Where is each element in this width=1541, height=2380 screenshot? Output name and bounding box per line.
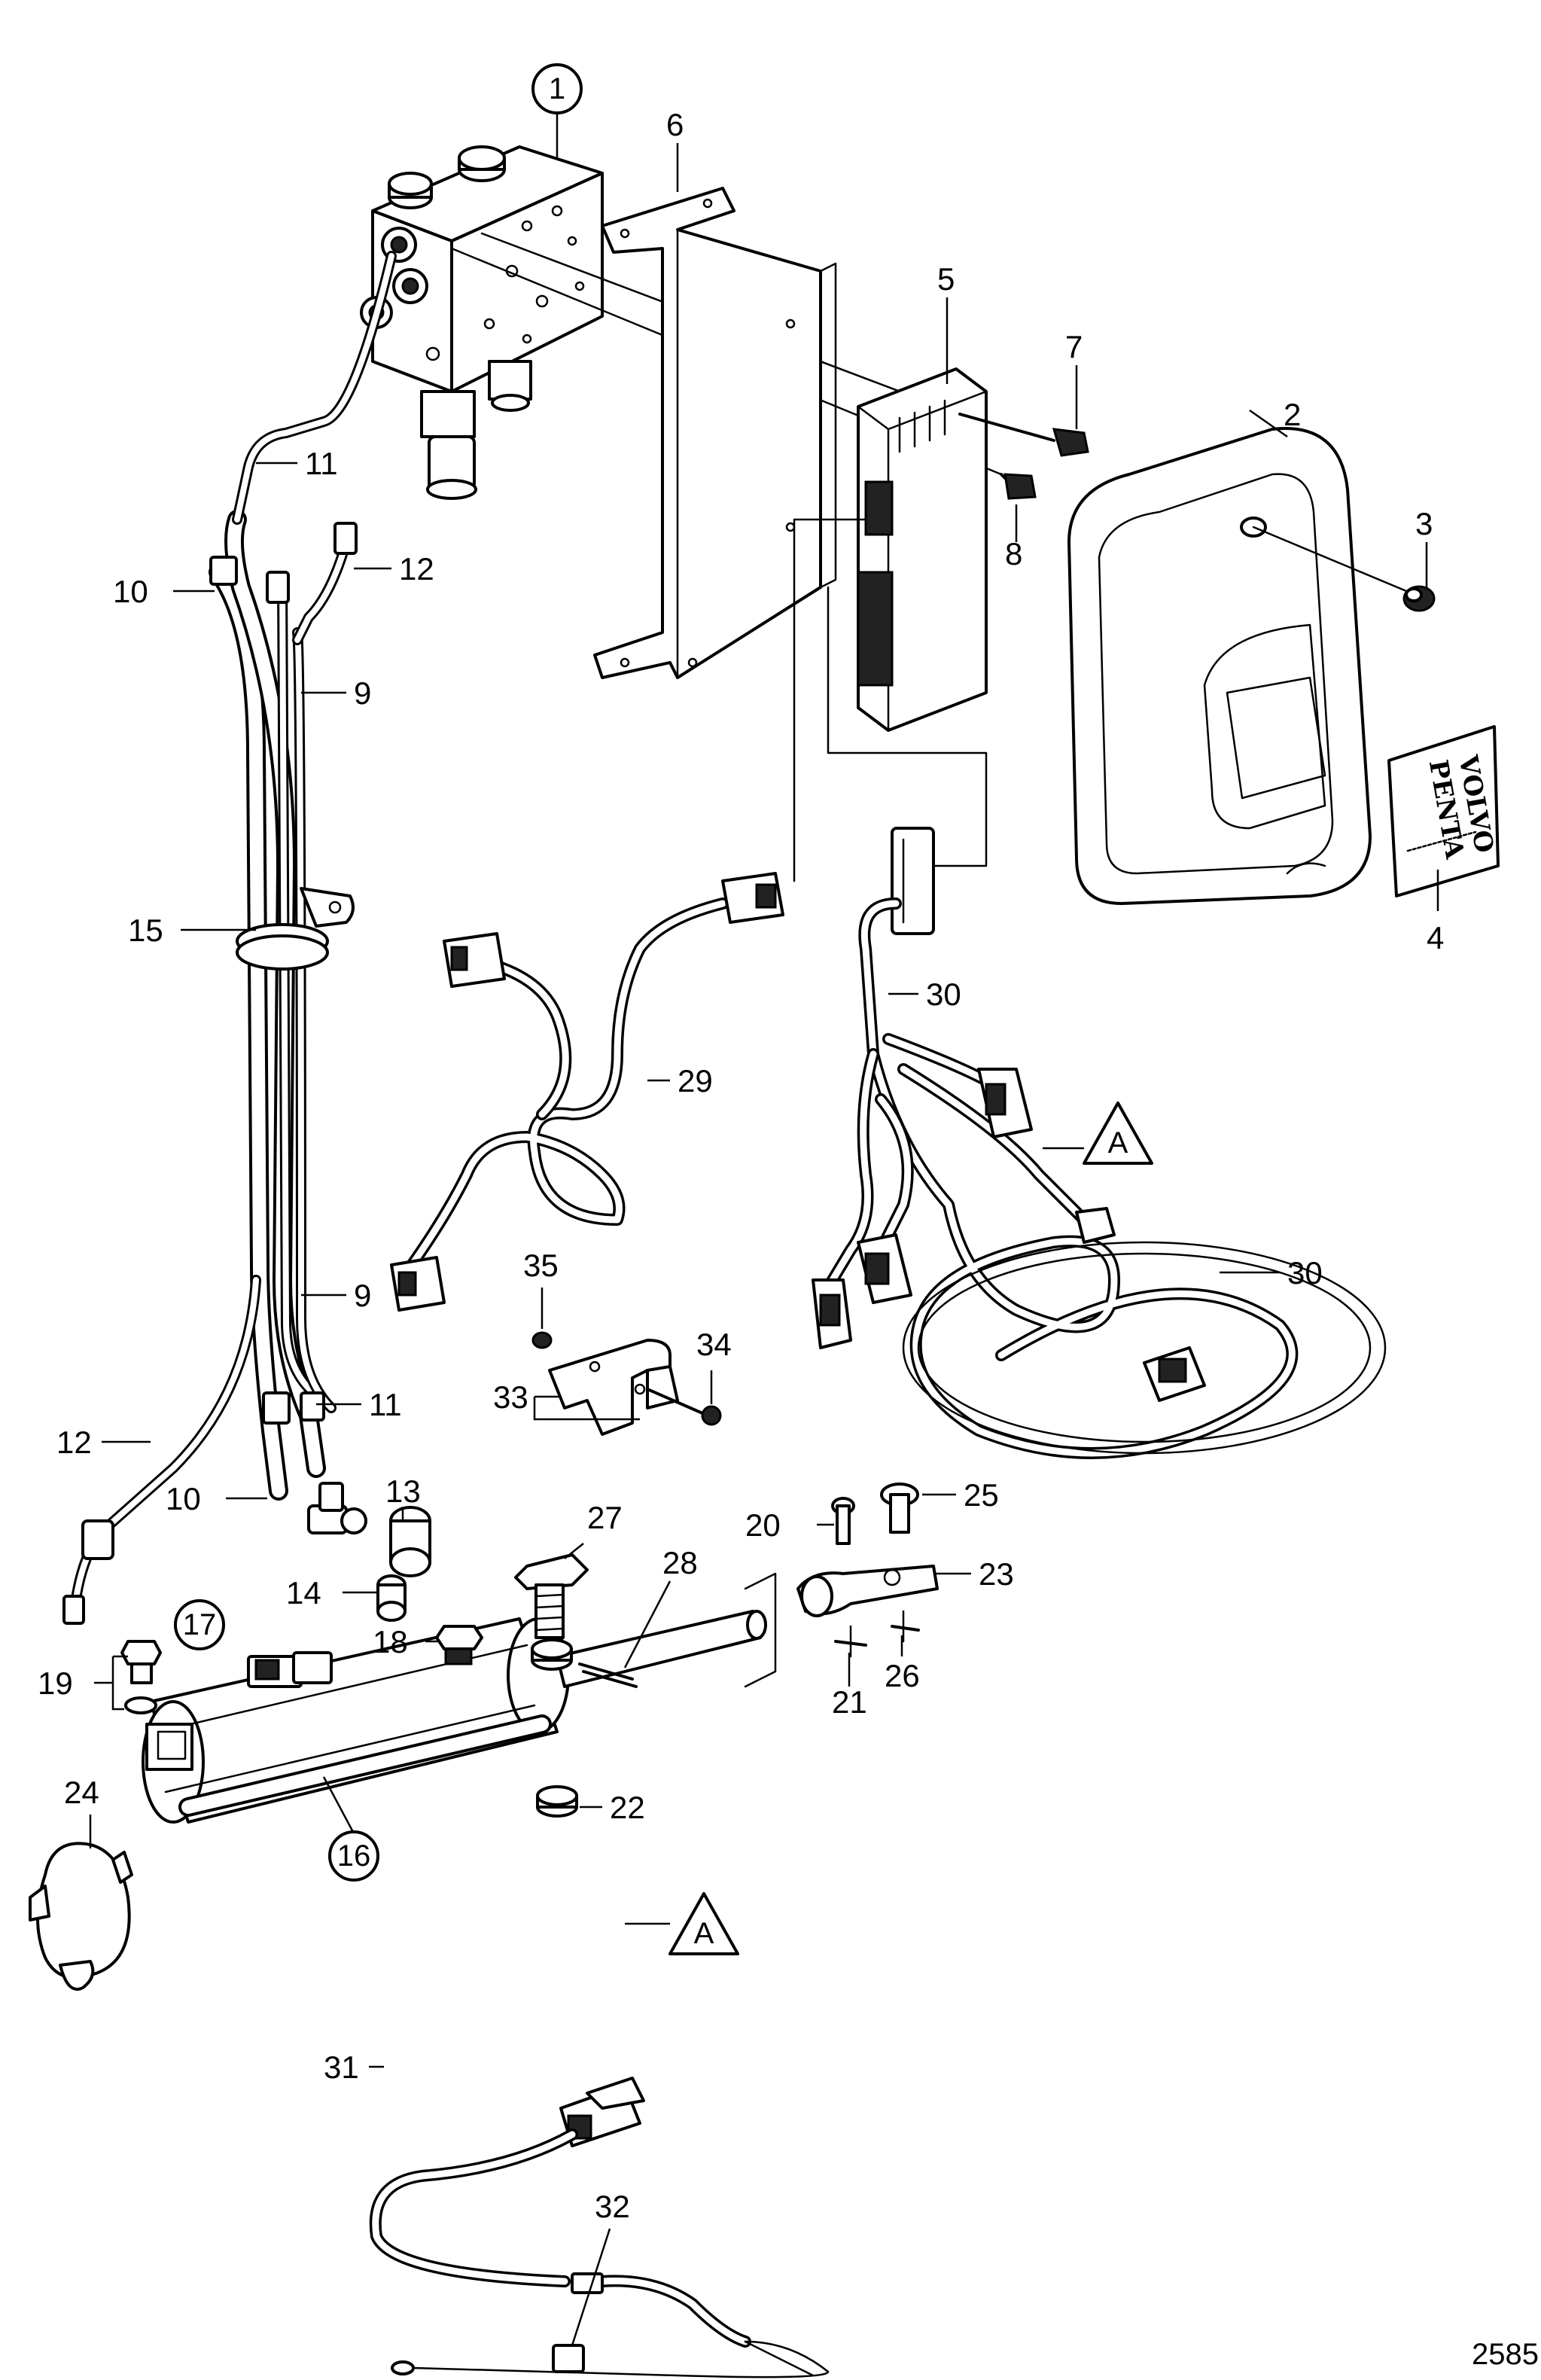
callout-8: 8 bbox=[1005, 536, 1022, 571]
callout-30-lower: 30 bbox=[1287, 1255, 1323, 1291]
callout-10-lower: 10 bbox=[166, 1481, 201, 1516]
cover bbox=[1067, 427, 1372, 905]
callout-17: 17 bbox=[183, 1608, 217, 1641]
callout-30-upper: 30 bbox=[926, 977, 961, 1012]
callout-25: 25 bbox=[964, 1477, 999, 1513]
bushing-upper bbox=[531, 1638, 573, 1671]
split-pin-26 bbox=[891, 1610, 920, 1643]
callout-33: 33 bbox=[493, 1379, 528, 1415]
sensor-cable bbox=[369, 2077, 830, 2378]
callout-12-upper: 12 bbox=[399, 551, 434, 587]
callout-24: 24 bbox=[64, 1775, 99, 1810]
union-13 bbox=[389, 1506, 431, 1577]
warning-letter-lower: A bbox=[694, 1917, 714, 1950]
callout-31: 31 bbox=[324, 2049, 359, 2085]
cable-harness-29 bbox=[390, 872, 784, 1312]
split-pin-21 bbox=[834, 1625, 867, 1658]
callout-13: 13 bbox=[385, 1473, 421, 1509]
callout-21: 21 bbox=[832, 1684, 867, 1720]
mounting-bracket bbox=[593, 187, 837, 679]
callout-16: 16 bbox=[337, 1839, 371, 1873]
callout-18: 18 bbox=[373, 1624, 408, 1659]
callout-9-upper: 9 bbox=[354, 675, 371, 711]
callout-11-upper: 11 bbox=[305, 446, 338, 481]
callout-3: 3 bbox=[1415, 506, 1433, 541]
fitting-27 bbox=[514, 1553, 589, 1639]
callout-14: 14 bbox=[286, 1575, 321, 1611]
leader-lines bbox=[89, 109, 1439, 2346]
callout-11-lower: 11 bbox=[369, 1387, 402, 1422]
callout-19: 19 bbox=[38, 1665, 73, 1701]
cable-clip bbox=[531, 1331, 722, 1436]
control-unit bbox=[857, 367, 988, 732]
pin-25 bbox=[880, 1483, 919, 1534]
callout-2: 2 bbox=[1284, 397, 1301, 432]
callout-29: 29 bbox=[678, 1063, 713, 1099]
bolt-8 bbox=[1000, 473, 1037, 500]
union-14 bbox=[376, 1574, 407, 1622]
warning-letter-upper: A bbox=[1108, 1126, 1128, 1160]
pin-20 bbox=[831, 1497, 855, 1545]
callout-10-upper: 10 bbox=[113, 574, 148, 609]
warning-triangle-lower: A bbox=[625, 1892, 739, 1955]
callout-15: 15 bbox=[128, 913, 163, 948]
callout-23: 23 bbox=[979, 1556, 1014, 1592]
cotter-pin-28 bbox=[578, 1662, 638, 1688]
cylinder-end-cap bbox=[29, 1842, 133, 1991]
decal-sticker: VOLVO PENTA bbox=[1387, 725, 1500, 897]
valve-block bbox=[360, 145, 604, 500]
warning-triangle-upper: A bbox=[1043, 1102, 1153, 1165]
callout-32: 32 bbox=[595, 2189, 630, 2224]
callout-28: 28 bbox=[662, 1545, 698, 1580]
plug-18 bbox=[435, 1625, 483, 1665]
bushing-22 bbox=[536, 1785, 578, 1818]
callout-12-lower: 12 bbox=[56, 1425, 92, 1460]
callout-35: 35 bbox=[523, 1248, 559, 1283]
callout-4: 4 bbox=[1427, 920, 1444, 955]
callout-20: 20 bbox=[745, 1507, 781, 1543]
callout-26: 26 bbox=[885, 1658, 920, 1693]
callout-1: 1 bbox=[549, 72, 565, 105]
callout-27: 27 bbox=[587, 1500, 623, 1535]
callout-labels: 1 2 3 4 5 6 7 8 9 9 10 10 11 11 12 12 13… bbox=[38, 63, 1444, 2224]
callout-7: 7 bbox=[1065, 329, 1083, 364]
callout-9-lower: 9 bbox=[354, 1278, 371, 1313]
reference-number: 25851 bbox=[1472, 2338, 1541, 2371]
callout-22: 22 bbox=[610, 1790, 645, 1825]
callout-34: 34 bbox=[696, 1327, 732, 1362]
rod-end-clevis bbox=[744, 1565, 939, 1688]
callout-5: 5 bbox=[937, 261, 955, 297]
callout-6: 6 bbox=[666, 107, 684, 142]
cover-plug bbox=[1252, 526, 1436, 612]
hydraulic-hoses bbox=[62, 251, 397, 1625]
cable-harness-30 bbox=[812, 827, 1387, 1459]
plug-19 bbox=[120, 1640, 162, 1714]
hose-clamp bbox=[236, 887, 355, 971]
bolt-7 bbox=[958, 413, 1089, 457]
